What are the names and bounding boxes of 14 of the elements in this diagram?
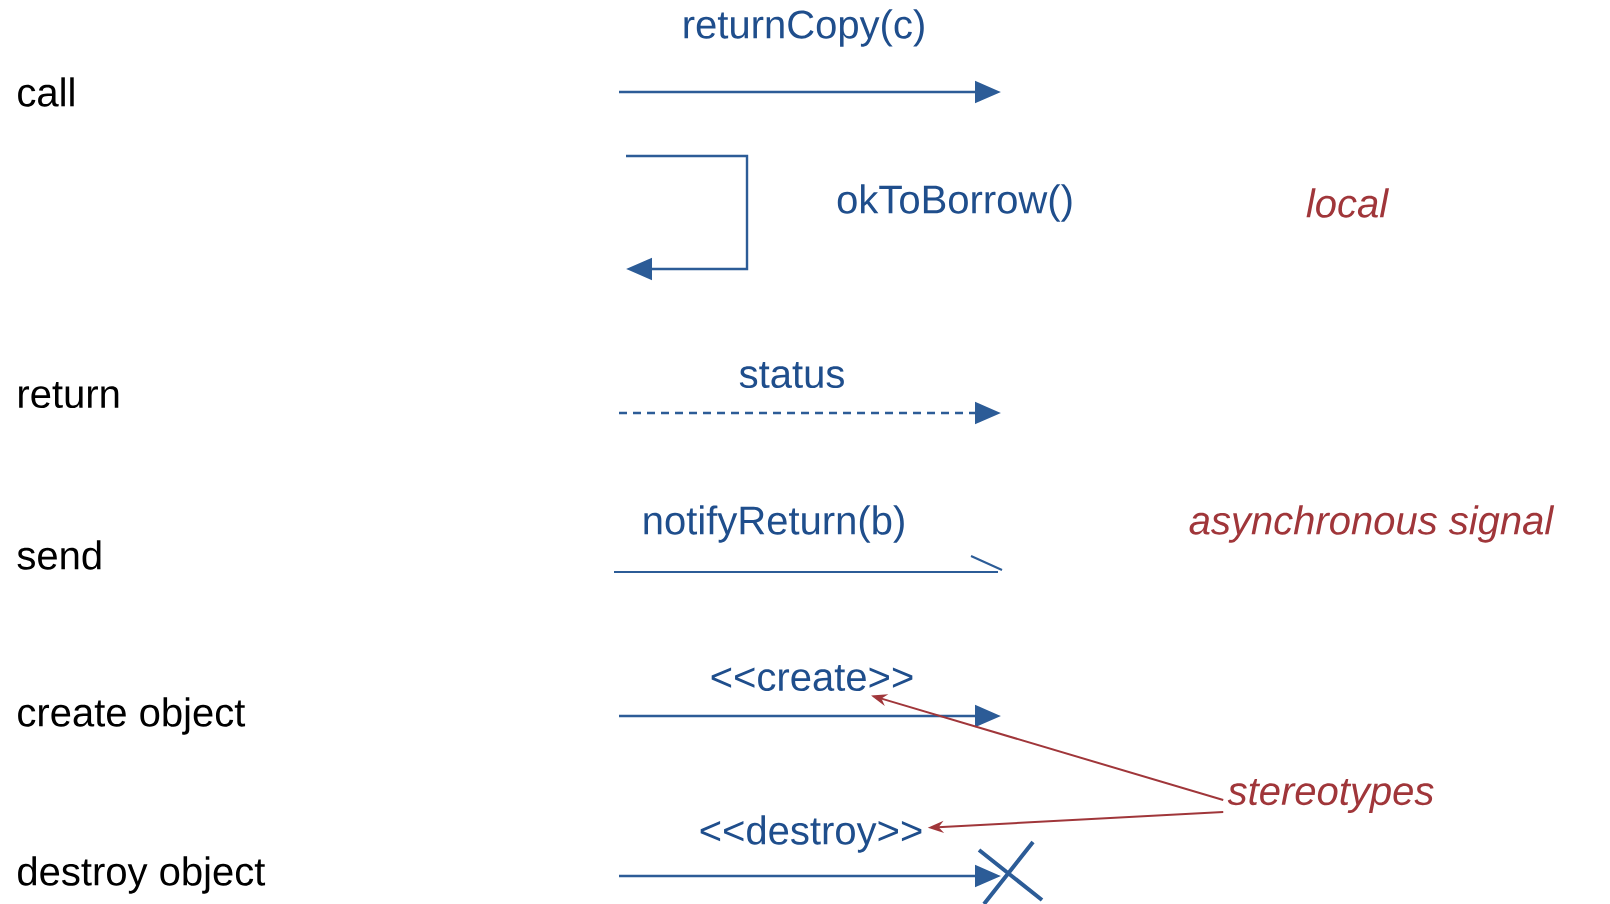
row-label: call <box>18 77 74 107</box>
message-label: status <box>739 361 844 389</box>
row-label: send <box>17 540 101 570</box>
row-label: destroy object <box>18 856 266 894</box>
note-text: stereotypes <box>1227 778 1434 814</box>
stereotype-label: <<create>> <box>711 664 913 692</box>
message-label: returnCopy(c) <box>684 9 924 47</box>
note-text: asynchronous signal <box>1189 505 1555 543</box>
row-label: return <box>19 381 119 409</box>
message-label: okToBorrow() <box>837 184 1072 222</box>
note-text: local <box>1306 188 1390 218</box>
row-label: create object <box>18 697 246 735</box>
stereotype-label: <<destroy>> <box>700 815 922 853</box>
message-label: notifyReturn(b) <box>644 505 904 543</box>
